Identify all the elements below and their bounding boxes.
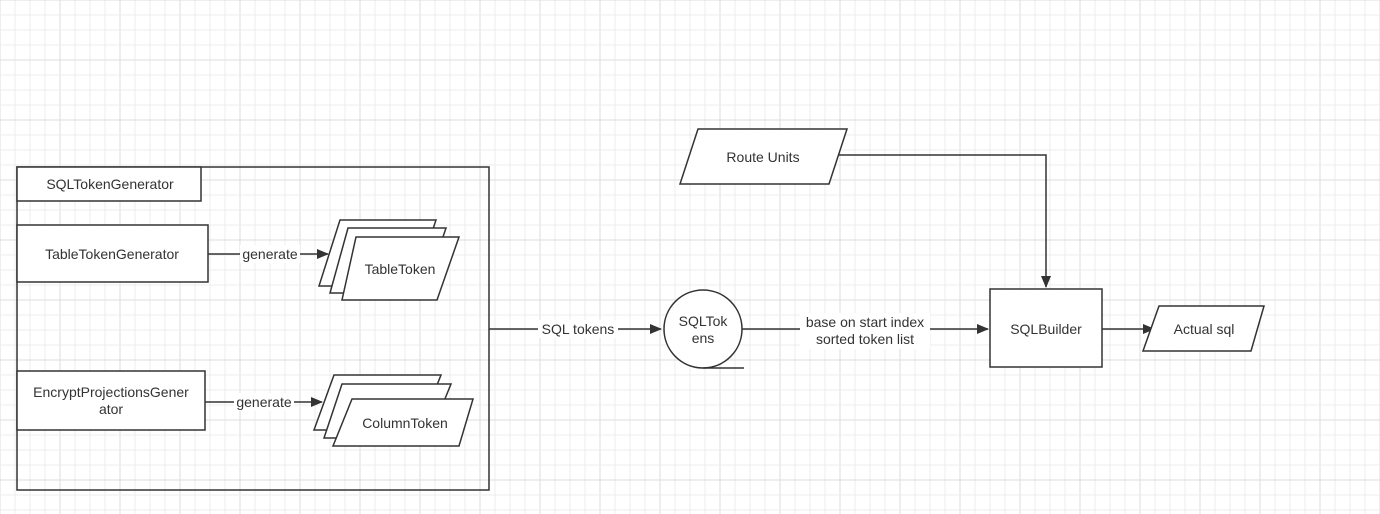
actual-sql-node[interactable]: Actual sql [1141, 305, 1265, 352]
sql-tokens-store-label-line1: SQLTok [679, 313, 729, 329]
route-units-label: Route Units [726, 149, 799, 165]
sql-tokens-edge[interactable]: SQL tokens [489, 320, 662, 338]
encrypt-projections-generator-node[interactable]: EncryptProjectionsGener ator [16, 370, 206, 431]
table-token-generator-node[interactable]: TableTokenGenerator [16, 224, 209, 283]
sql-tokens-label: SQL tokens [542, 321, 615, 337]
sorted-label-line1: base on start index [806, 314, 924, 330]
generate-label-1: generate [242, 246, 297, 262]
column-token-stack[interactable]: ColumnToken [312, 374, 475, 447]
encrypt-projections-generator-label-line2: ator [99, 401, 123, 417]
table-token-label: TableToken [365, 261, 436, 277]
route-units-edge[interactable] [838, 154, 1051, 288]
sql-token-generator-container[interactable]: SQLTokenGenerator [16, 166, 490, 491]
generate-edge-1[interactable]: generate [208, 245, 329, 263]
sorted-token-list-edge[interactable]: base on start index sorted token list [742, 313, 989, 349]
encrypt-projections-generator-label-line1: EncryptProjectionsGener [33, 384, 189, 400]
sql-builder-node[interactable]: SQLBuilder [989, 288, 1103, 368]
route-units-node[interactable]: Route Units [678, 128, 849, 185]
sorted-label-line2: sorted token list [816, 331, 914, 347]
actual-sql-label: Actual sql [1174, 321, 1235, 337]
generate-edge-2[interactable]: generate [205, 393, 323, 411]
sql-builder-label: SQLBuilder [1010, 321, 1082, 337]
sql-tokens-store-node[interactable]: SQLTok ens [663, 289, 744, 369]
column-token-label: ColumnToken [362, 415, 448, 431]
generate-label-2: generate [236, 394, 291, 410]
container-title: SQLTokenGenerator [46, 176, 174, 192]
sql-tokens-store-label-line2: ens [692, 330, 715, 346]
table-token-generator-label: TableTokenGenerator [45, 246, 179, 262]
table-token-stack[interactable]: TableToken [317, 219, 461, 301]
